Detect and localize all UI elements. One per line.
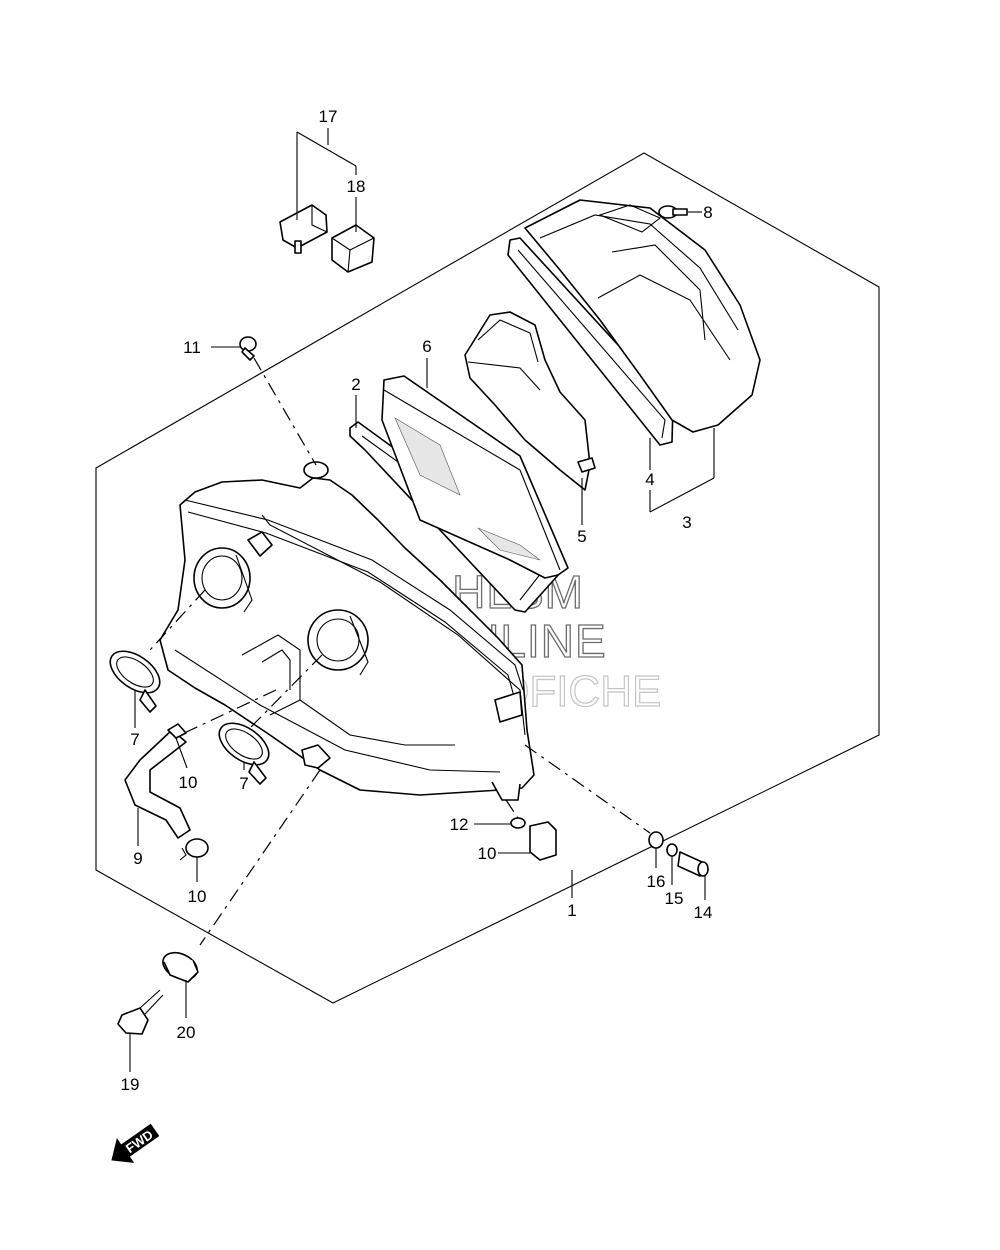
callout-17: 17 [319,107,338,126]
part-10-clip-top[interactable] [167,723,187,739]
part-9-hose[interactable] [124,729,191,839]
part-14-bolt[interactable] [677,851,709,877]
callout-10-bottom: 10 [188,887,207,906]
callout-9: 9 [133,849,142,868]
callout-11: 10 [478,844,497,863]
callout-6: 6 [422,337,431,356]
callout-19: 19 [121,1075,140,1094]
part-1-air-cleaner-case[interactable] [159,461,535,801]
callout-1: 1 [567,901,576,920]
assembly-frame [95,152,880,1004]
callout-4: 4 [645,470,654,489]
part-16-washer[interactable] [648,831,664,849]
callout-15: 15 [665,889,684,908]
callout-8: 8 [703,203,712,222]
part-18-cap[interactable] [331,224,375,273]
callout-13: 11 [183,338,201,357]
fwd-arrow: FWD [111,1123,160,1163]
callout-7-right: 7 [239,774,248,793]
part-10-clip-bottom[interactable] [179,838,209,861]
callout-10-top: 10 [179,773,198,792]
part-17-sensor[interactable] [279,204,328,254]
callout-labels: 17 18 8 11 6 2 4 3 5 7 7 10 12 10 9 16 1… [121,107,713,1094]
callout-2: 2 [351,375,360,394]
part-19-intake-sensor[interactable] [117,989,164,1035]
part-7-clamp-right[interactable] [212,715,276,785]
callout-5: 5 [577,527,586,546]
part-7-clamp-left[interactable] [103,643,167,713]
part-5-inlet-duct[interactable] [464,311,596,491]
part-3-upper-cover[interactable] [524,199,761,433]
part-11-plug[interactable] [529,821,557,861]
callout-3: 3 [682,513,691,532]
leader-lines [129,128,715,1072]
part-15-washer[interactable] [666,843,678,857]
callout-20: 20 [177,1023,196,1042]
callout-14: 14 [694,903,713,922]
callout-16: 16 [647,872,666,891]
callout-12: 12 [450,815,469,834]
part-6-filter-element[interactable] [381,375,569,579]
part-12-clip[interactable] [510,817,526,829]
part-20-grommet[interactable] [159,948,202,985]
part-8-screw[interactable] [658,205,688,219]
callout-18: 18 [347,177,366,196]
callout-7-left: 7 [130,730,139,749]
assembly-centerlines [149,357,651,946]
part-13-screw[interactable] [239,336,257,361]
part-4-seal[interactable] [507,237,674,446]
